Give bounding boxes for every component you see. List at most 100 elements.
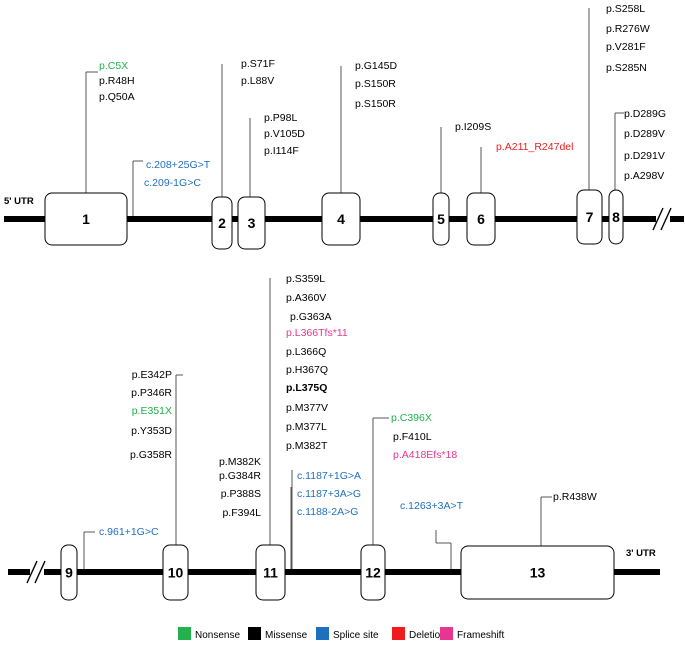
legend-label-splice: Splice site xyxy=(333,630,379,641)
variant-label: c.209-1G>C xyxy=(144,177,201,189)
exon-3: 3 xyxy=(237,196,266,250)
exon-6: 6 xyxy=(466,192,496,246)
exon-9-number: 9 xyxy=(65,565,73,581)
break-mark-row-2-slash-a xyxy=(26,560,38,584)
exon-12: 12 xyxy=(360,544,386,601)
variant-label: c.208+25G>T xyxy=(146,159,211,171)
exon-6-box xyxy=(466,192,496,246)
variant-label: p.R276W xyxy=(606,23,650,35)
variant-label: p.P98L xyxy=(264,112,297,124)
variant-label: p.V281F xyxy=(606,41,646,53)
exon-8: 8 xyxy=(608,189,624,245)
exon-3-number: 3 xyxy=(248,215,256,231)
connector-lines xyxy=(83,8,624,571)
variant-label: p.E351X xyxy=(132,405,172,417)
exon-8-box xyxy=(608,189,624,245)
break-mark-row-1-slash-b xyxy=(660,207,672,231)
variant-label: c.1187+3A>G xyxy=(297,488,361,500)
legend-label-missense: Missense xyxy=(265,630,308,641)
variant-label: p.G384R xyxy=(219,470,261,482)
variant-label: p.A298V xyxy=(624,170,664,182)
exon-11: 11 xyxy=(255,544,286,601)
exon-8-number: 8 xyxy=(612,209,620,225)
legend-item-missense: Missense xyxy=(248,627,308,641)
exon-9-box xyxy=(60,544,78,601)
variant-label: p.F410L xyxy=(393,431,432,443)
variant-label: p.G145D xyxy=(355,60,397,72)
exon-6-number: 6 xyxy=(477,211,485,227)
break-mark-row-2-slash-b xyxy=(34,560,46,584)
variant-label: p.D289G xyxy=(624,108,666,120)
variant-label: p.S258L xyxy=(606,3,645,15)
legend-label-deletion: Deletion xyxy=(409,630,446,641)
variant-label: p.P346R xyxy=(131,387,172,399)
variant-label: p.C396X xyxy=(391,412,432,424)
exon-4: 4 xyxy=(321,192,361,246)
legend-item-nonsense: Nonsense xyxy=(178,627,240,641)
exon-9: 9 xyxy=(60,544,78,601)
five-prime-utr-label: 5' UTR xyxy=(4,196,34,207)
variant-label: c.1188-2A>G xyxy=(297,506,358,518)
exon-2-box xyxy=(211,196,233,250)
exon-7-number: 7 xyxy=(586,209,594,225)
variant-label: p.V105D xyxy=(264,128,305,140)
variant-label: p.R48H xyxy=(99,75,135,87)
variant-label: p.S285N xyxy=(606,62,647,74)
variant-label: p.G358R xyxy=(130,449,172,461)
exon-10-box xyxy=(162,544,189,601)
exon-1-box xyxy=(44,192,128,246)
exon-13-number: 13 xyxy=(530,565,546,581)
break-mark-row-2 xyxy=(26,560,46,584)
exon-12-box xyxy=(360,544,386,601)
three-prime-utr-label: 3' UTR xyxy=(626,548,656,559)
variant-label: p.I114F xyxy=(264,145,299,157)
exon-2-number: 2 xyxy=(218,215,226,231)
variant-label: p.L375Q xyxy=(286,382,327,394)
variant-label: p.M377L xyxy=(286,421,327,433)
break-mark-row-1-slash-a xyxy=(652,207,664,231)
legend-item-frameshift: Frameshift xyxy=(440,627,504,641)
exon-5: 5 xyxy=(432,192,450,246)
exon-1: 1 xyxy=(44,192,128,246)
exon-3-box xyxy=(237,196,266,250)
variant-label: p.A211_R247del xyxy=(496,141,573,153)
legend-swatch-missense xyxy=(248,627,261,640)
variant-label: p.S150R xyxy=(355,78,396,90)
variant-label: p.M382T xyxy=(286,440,328,452)
exon-10: 10 xyxy=(162,544,189,601)
legend-swatch-nonsense xyxy=(178,627,191,640)
legend-label-nonsense: Nonsense xyxy=(195,630,240,641)
exon-13: 13 xyxy=(460,545,615,600)
variant-label: p.L88V xyxy=(241,75,274,87)
exon-5-number: 5 xyxy=(437,211,445,227)
variant-label: p.S71F xyxy=(241,58,275,70)
exon-1-number: 1 xyxy=(82,211,90,227)
variant-label: p.D291V xyxy=(624,150,665,162)
variant-label: p.C5X xyxy=(99,60,128,72)
variant-label: p.L366Q xyxy=(286,346,326,358)
exon-13-box xyxy=(460,545,615,600)
exon-5-box xyxy=(432,192,450,246)
variant-label: p.A418Efs*18 xyxy=(393,449,457,461)
variant-label: p.H367Q xyxy=(286,364,328,376)
variant-label: p.S359L xyxy=(286,273,325,285)
exon-2: 2 xyxy=(211,196,233,250)
variant-label: p.R438W xyxy=(553,491,597,503)
variant-label: p.A360V xyxy=(286,292,326,304)
legend-label-frameshift: Frameshift xyxy=(457,630,504,641)
variant-label: p.L366Tfs*11 xyxy=(286,327,348,339)
exon-7: 7 xyxy=(576,189,603,245)
variant-label: p.P388S xyxy=(221,488,261,500)
variant-label: p.I209S xyxy=(455,121,491,133)
exon-4-number: 4 xyxy=(337,211,345,227)
legend-swatch-splice xyxy=(316,627,329,640)
legend: Nonsense Missense Splice site Deletion Frame… xyxy=(178,627,504,641)
legend-swatch-frameshift xyxy=(440,627,453,640)
variant-label: p.F394L xyxy=(222,507,261,519)
variant-label: p.M382K xyxy=(219,456,261,468)
legend-item-deletion: Deletion xyxy=(392,627,446,641)
variant-label: c.1187+1G>A xyxy=(297,470,361,482)
